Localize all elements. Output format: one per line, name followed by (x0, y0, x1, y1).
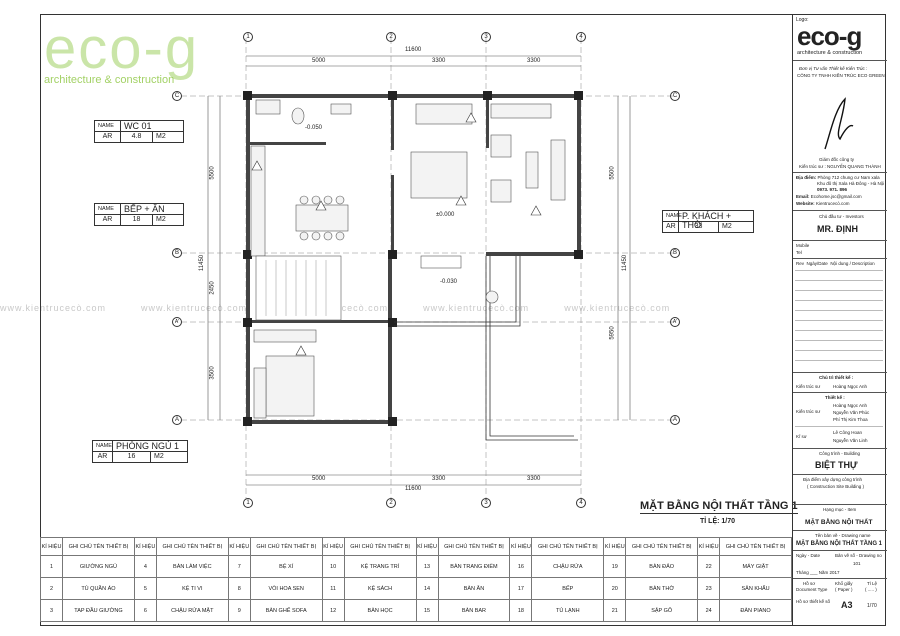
legend-header-code: KÍ HIỆU (697, 537, 721, 556)
grid-col-1-bottom: 1 (243, 498, 253, 508)
legend-header-code: KÍ HIỆU (40, 537, 63, 556)
dim-right-seg-2: 5950 (609, 326, 616, 340)
grid-row-a-prime-left: A' (172, 317, 182, 327)
dim-top-seg-3: 3300 (527, 58, 541, 64)
project-name: BIỆT THỰ (815, 460, 858, 470)
grid-col-3-top: 3 (481, 32, 491, 42)
legend-header-desc: GHI CHÚ TÊN THIẾT BỊ (62, 537, 135, 556)
dim-left-total: 11450 (199, 254, 206, 272)
paper-size: A3 (841, 600, 853, 610)
title-block: Logo: eco-g architecture & construction … (792, 14, 887, 626)
grid-row-a-left: A (172, 415, 182, 425)
legend-header-code: KÍ HIỆU (321, 537, 345, 556)
grid-row-b-left: B (172, 248, 182, 258)
legend-header-desc: GHI CHÚ TÊN THIẾT BỊ (719, 537, 792, 556)
dim-top-total: 11600 (405, 47, 422, 53)
dim-left-seg-1: 5500 (209, 166, 216, 180)
email: Email: Ecohome.jsc@gmail.com (796, 194, 862, 199)
dim-bottom-total: 11600 (405, 486, 422, 492)
legend-header-desc: GHI CHÚ TÊN THIẾT BỊ (249, 537, 323, 556)
address: Địa điểm: Phòng 712 chung cư Nam xala (796, 175, 880, 180)
dim-bottom-seg-1: 5000 (312, 476, 326, 482)
dim-right-seg-1: 5500 (609, 166, 616, 180)
legend-header-desc: GHI CHÚ TÊN THIẾT BỊ (437, 537, 511, 556)
dim-top-seg-2: 3300 (432, 58, 446, 64)
drawing-sheet (40, 14, 886, 626)
legend-header-code: KÍ HIỆU (415, 537, 439, 556)
grid-col-2-bottom: 2 (386, 498, 396, 508)
level-entry: -0.030 (440, 279, 458, 285)
grid-col-2-top: 2 (386, 32, 396, 42)
drawing-title: MẶT BẰNG NỘI THẤT TẦNG 1 (640, 500, 798, 514)
grid-col-3-bottom: 3 (481, 498, 491, 508)
legend-header-desc: GHI CHÚ TÊN THIẾT BỊ (531, 537, 605, 556)
dim-left-seg-2: 2450 (209, 281, 216, 295)
level-living: ±0.000 (436, 212, 455, 218)
website: Website: Kientrucecò.com (796, 201, 850, 206)
legend-header-code: KÍ HIỆU (227, 537, 251, 556)
title-logo-label: Logo: (796, 17, 809, 23)
title-logo-tagline: architecture & construction (797, 50, 863, 56)
legend-header-code: KÍ HIỆU (509, 537, 533, 556)
legend-header-code: KÍ HIỆU (603, 537, 627, 556)
brand-logo: eco-g architecture & construction (44, 16, 200, 87)
brand-tagline: architecture & construction (44, 74, 175, 86)
floor-plan (181, 38, 676, 500)
grid-col-4-bottom: 4 (576, 498, 586, 508)
legend-header-desc: GHI CHÚ TÊN THIẾT BỊ (343, 537, 417, 556)
dim-right-total: 11450 (622, 254, 629, 272)
brand-logo-text: eco-g (44, 16, 200, 81)
dim-bottom-seg-3: 3300 (527, 476, 541, 482)
grid-col-4-top: 4 (576, 32, 586, 42)
legend-header-desc: GHI CHÚ TÊN THIẾT BỊ (155, 537, 229, 556)
grid-row-a-prime-right: A' (670, 317, 680, 327)
drawing-scale: TỈ LỆ: 1/70 (700, 518, 736, 525)
legend-header-code: KÍ HIỆU (133, 537, 157, 556)
grid-row-c-right: C (670, 91, 680, 101)
dim-top-seg-1: 5000 (312, 58, 326, 64)
title-logo: eco-g (797, 21, 862, 51)
grid-col-1-top: 1 (243, 32, 253, 42)
grid-row-b-right: B (670, 248, 680, 258)
grid-row-c-left: C (172, 91, 182, 101)
level-wc: -0.050 (305, 125, 323, 131)
signature (824, 97, 854, 150)
legend-header-desc: GHI CHÚ TÊN THIẾT BỊ (625, 537, 699, 556)
grid-row-a-right: A (670, 415, 680, 425)
dim-left-seg-3: 3500 (209, 366, 216, 380)
dim-bottom-seg-2: 3300 (432, 476, 446, 482)
investor-name: MR. ĐỊNH (817, 224, 858, 234)
